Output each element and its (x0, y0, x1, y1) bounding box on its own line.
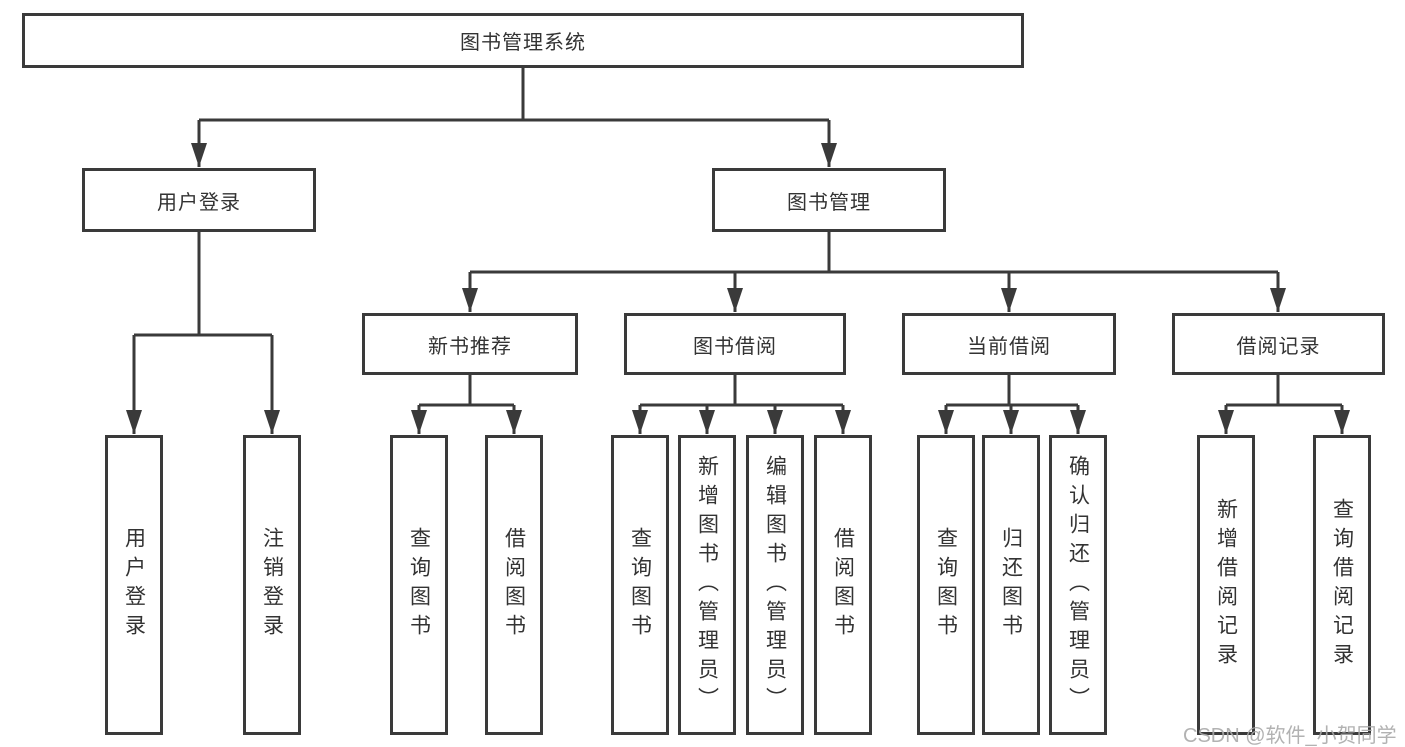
leaf-return-books: 归还图书 (982, 435, 1040, 735)
leaf-query-books-current: 查询图书 (917, 435, 975, 735)
node-user-login: 用户登录 (82, 168, 316, 232)
csdn-watermark: CSDN @软件_小贺同学 (1183, 725, 1397, 747)
node-book-management: 图书管理 (712, 168, 946, 232)
leaf-edit-books-admin: 编辑图书（管理员） (746, 435, 804, 735)
leaf-borrow-books-recommend: 借阅图书 (485, 435, 543, 735)
leaf-query-borrow-record: 查询借阅记录 (1313, 435, 1371, 735)
leaf-add-books-admin: 新增图书（管理员） (678, 435, 736, 735)
node-current-borrow: 当前借阅 (902, 313, 1116, 375)
node-book-borrow: 图书借阅 (624, 313, 846, 375)
leaf-user-login: 用户登录 (105, 435, 163, 735)
leaf-borrow-books: 借阅图书 (814, 435, 872, 735)
node-borrow-records: 借阅记录 (1172, 313, 1385, 375)
node-root-library-system: 图书管理系统 (22, 13, 1024, 68)
leaf-confirm-return-admin: 确认归还（管理员） (1049, 435, 1107, 735)
leaf-add-borrow-record: 新增借阅记录 (1197, 435, 1255, 735)
leaf-query-books-recommend: 查询图书 (390, 435, 448, 735)
node-new-book-recommend: 新书推荐 (362, 313, 578, 375)
leaf-logout: 注销登录 (243, 435, 301, 735)
leaf-query-books-borrow: 查询图书 (611, 435, 669, 735)
